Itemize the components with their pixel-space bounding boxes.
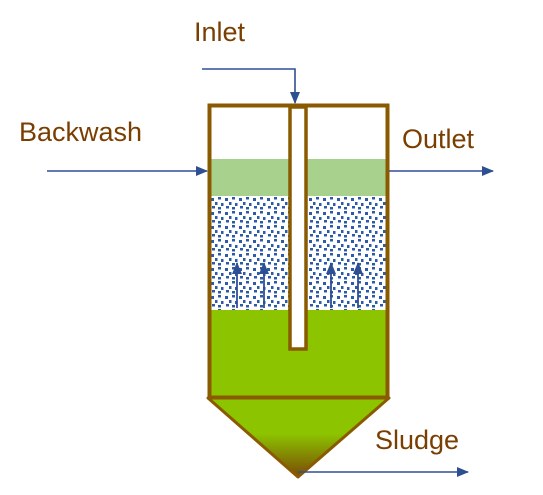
sludge-label: Sludge	[375, 425, 459, 455]
conical-bottom	[206, 396, 391, 479]
inlet-label: Inlet	[194, 17, 246, 47]
backwash-label: Backwash	[19, 117, 142, 147]
central-inlet-pipe	[288, 105, 308, 351]
outlet-label: Outlet	[402, 124, 475, 154]
inlet-arrow	[202, 68, 300, 104]
